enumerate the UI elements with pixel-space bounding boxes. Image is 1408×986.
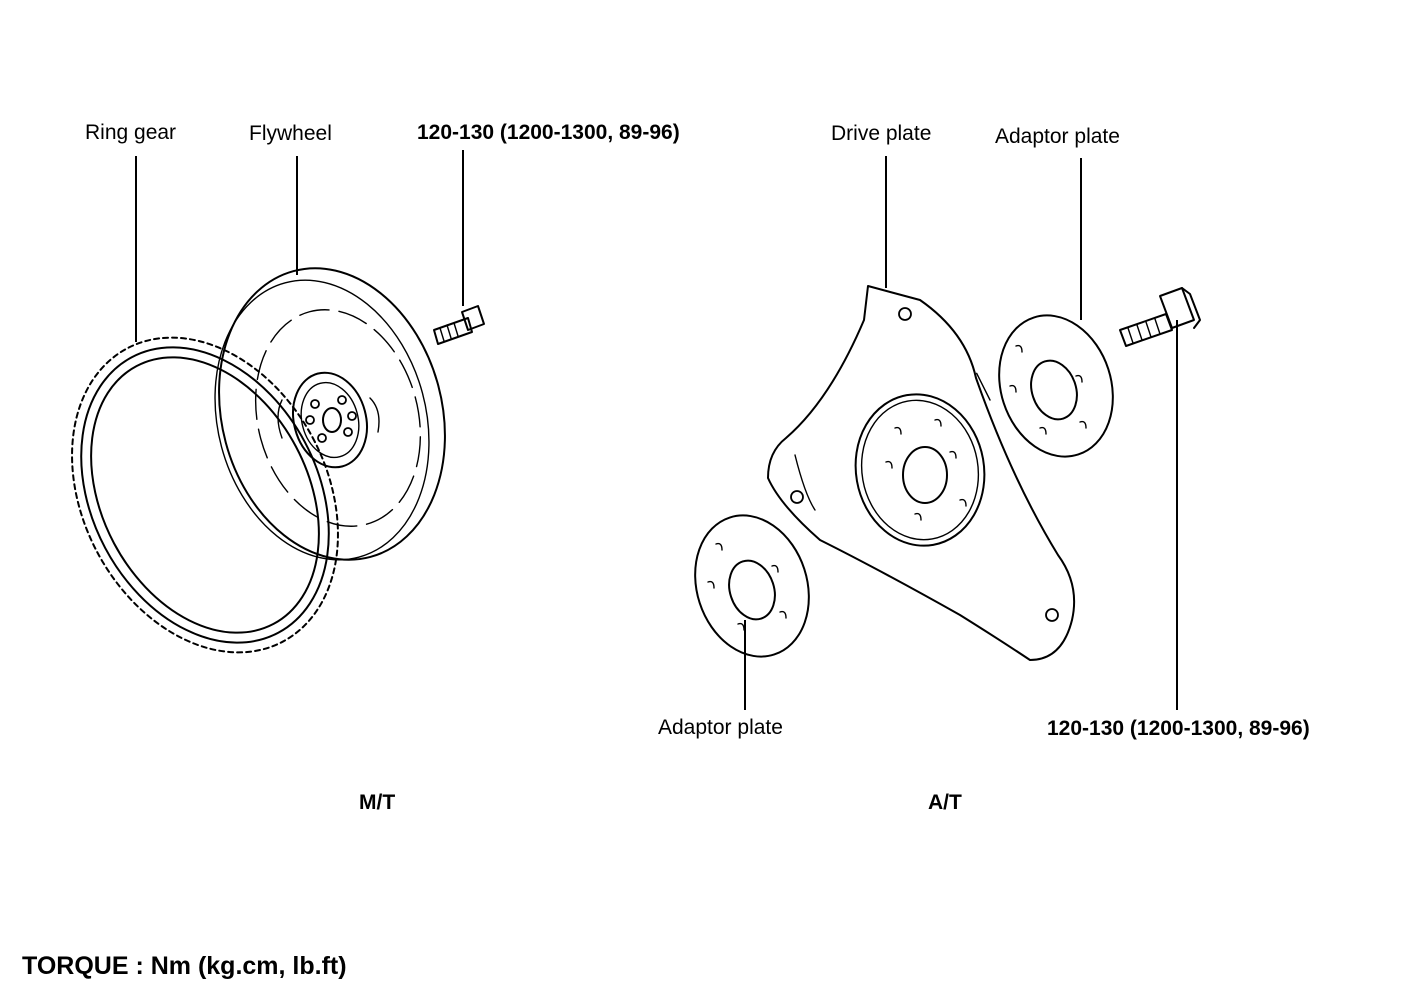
mt-bolt-torque-label: 120-130 (1200-1300, 89-96) [417,121,680,144]
drive-plate [767,285,1076,661]
at-section-label: A/T [928,791,962,814]
adaptor-plate-top-label: Adaptor plate [995,125,1120,148]
drive-plate-bolt [1119,287,1201,347]
flywheel [214,267,446,561]
adaptor-plate-upper [998,314,1114,458]
flywheel-bolt [433,305,485,345]
drive-plate-label: Drive plate [831,122,932,145]
adaptor-plate-bottom-label: Adaptor plate [658,716,783,739]
at-bolt-torque-label: 120-130 (1200-1300, 89-96) [1047,717,1310,740]
torque-units-note: TORQUE : Nm (kg.cm, lb.ft) [22,952,347,980]
ring-gear [71,336,339,654]
adaptor-plate-lower [694,514,810,658]
mt-section-label: M/T [359,791,396,814]
ring-gear-label: Ring gear [85,121,177,144]
flywheel-label: Flywheel [249,122,332,145]
